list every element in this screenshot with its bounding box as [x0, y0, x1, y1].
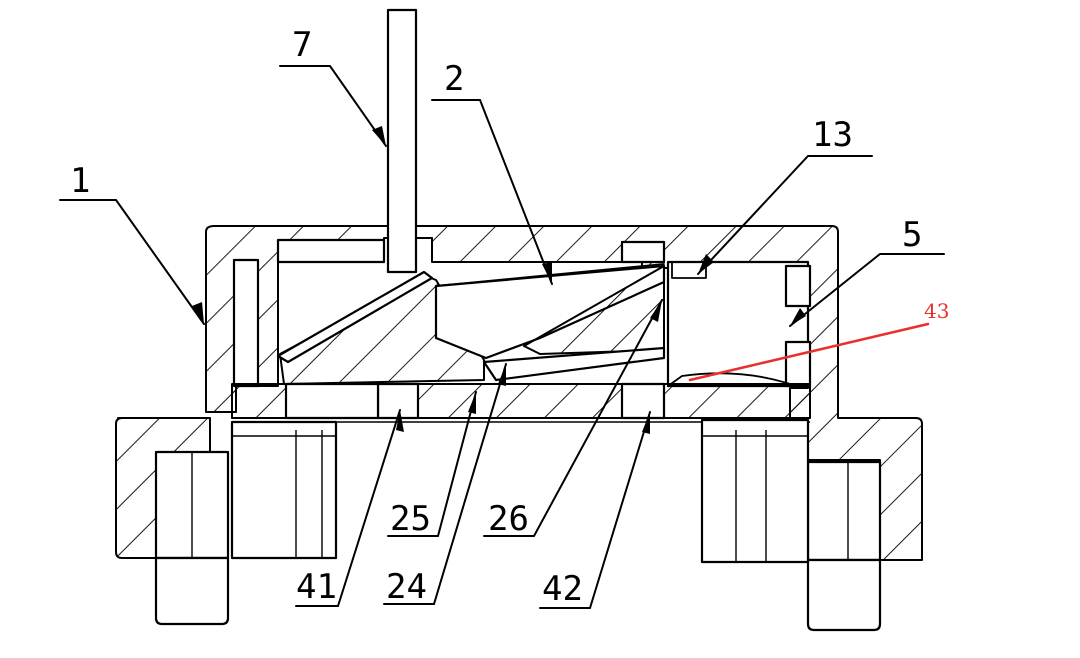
base-slot-42: [620, 382, 666, 420]
label-24: 24: [386, 567, 427, 607]
leader-26: [483, 299, 663, 537]
leader-13: [697, 155, 873, 275]
leader-5: [789, 253, 945, 327]
label-43: 43: [924, 299, 949, 323]
label-13: 13: [812, 115, 853, 155]
right-terminal-tip: [806, 558, 882, 632]
leader-24: [383, 363, 507, 605]
housing: [115, 225, 923, 561]
reference-labels: 1 7 2 13 5 43 25 26 41 24 42: [70, 25, 949, 609]
label-26: 26: [488, 499, 529, 539]
left-pin: [232, 258, 260, 388]
leader-lines: [59, 65, 945, 609]
right-terminal: [806, 460, 882, 562]
label-42: 42: [542, 569, 583, 609]
housing-right-block: [784, 264, 812, 308]
rocker-assembly: [276, 261, 707, 385]
label-41: 41: [296, 567, 337, 607]
dome-43: [667, 372, 791, 387]
arrow-7: [372, 126, 386, 146]
arrow-2: [542, 262, 552, 284]
right-inner-box: [700, 418, 810, 564]
arrow-5: [790, 308, 806, 326]
arrow-26: [650, 300, 662, 322]
arrow-25: [468, 392, 476, 414]
label-7: 7: [292, 25, 312, 65]
arrowheads: [192, 126, 806, 434]
rocker-left-blade: [276, 270, 434, 364]
leader-2: [431, 99, 553, 285]
housing-top-window: [620, 240, 666, 264]
leader-43: [688, 322, 930, 382]
label-5: 5: [902, 215, 922, 255]
arrow-42: [642, 412, 650, 434]
leader-25: [387, 391, 477, 537]
arrow-41: [396, 410, 404, 432]
label-25: 25: [390, 499, 431, 539]
leader-41: [295, 409, 401, 607]
arrow-24: [498, 364, 506, 386]
housing-cavity: [276, 238, 386, 264]
base-plate: [231, 372, 811, 423]
actuator-rod: [386, 8, 418, 274]
leader-1: [59, 199, 205, 325]
left-terminal-tip: [154, 556, 230, 626]
terminals: [154, 418, 882, 632]
leader-42: [539, 411, 651, 609]
arrow-1: [192, 302, 204, 324]
rocker-lower-arm: [482, 346, 666, 382]
left-inner-box: [230, 420, 338, 560]
base-slot-41: [376, 382, 420, 420]
leader-7: [279, 65, 387, 147]
label-1: 1: [70, 161, 90, 201]
base-slot-mid: [284, 382, 380, 420]
arrow-13: [698, 254, 714, 274]
rocker-tab-13: [671, 261, 707, 279]
label-2: 2: [444, 59, 464, 99]
housing-right-block-lower: [784, 340, 812, 388]
